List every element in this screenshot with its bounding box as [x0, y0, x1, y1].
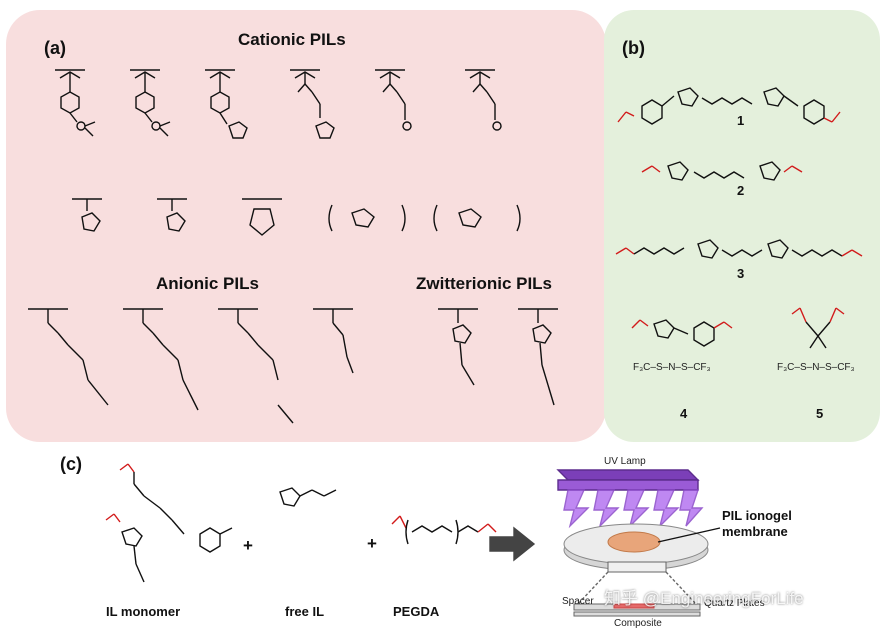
- pil-membrane-label: PIL ionogel membrane: [722, 508, 792, 539]
- panel-c-letter: (c): [60, 454, 82, 474]
- plus-sign-2: +: [367, 534, 377, 553]
- pyrrolidinium-structure: [242, 198, 282, 236]
- panel-a-background: [6, 10, 606, 442]
- crosslinker-1-structure: [617, 87, 841, 125]
- quartz-plates-label: Quartz Plates: [704, 598, 765, 609]
- crosslinker-5-structure: [791, 307, 845, 349]
- caption-il-monomer: IL monomer: [106, 604, 181, 619]
- panel-c-reagents: [105, 463, 497, 583]
- zwitterionic-heading: Zwitterionic PILs: [416, 274, 553, 293]
- cationic-acrylate-phosphonium-structure: [465, 69, 502, 131]
- cationic-benzyl-imidazolium-structure: [205, 69, 248, 139]
- il-monomer-structure: [105, 463, 233, 583]
- cationic-acrylate-imidazolium-structure: [290, 69, 335, 139]
- spacer-label: Spacer: [562, 596, 594, 607]
- free-il-structure: [279, 487, 337, 507]
- compound-number-2: 2: [737, 183, 745, 198]
- pegda-structure: [391, 515, 497, 545]
- anionic-heading: Anionic PILs: [156, 274, 259, 293]
- compound-number-4: 4: [680, 406, 688, 421]
- cationic-benzyl-ammonium-structure: [55, 69, 96, 137]
- anionic-dicyanomethanide-structure: [123, 308, 199, 411]
- compound-number-3: 3: [737, 266, 745, 281]
- crosslinker-4-structure: [631, 319, 733, 347]
- vinylimidazolium-structure: [72, 198, 102, 232]
- cationic-structures-row1: [55, 69, 502, 139]
- uv-lamp-label: UV Lamp: [604, 456, 646, 467]
- process-arrow: [489, 526, 536, 562]
- panel-b-background: [604, 10, 880, 442]
- panel-b-crosslinkers: [615, 87, 863, 349]
- compound-number-1: 1: [737, 113, 745, 128]
- anion-formula-5: F₃C–S–N–S–CF₃: [777, 362, 855, 373]
- panel-b-letter: (b): [622, 38, 645, 58]
- main-chain-imidazolium-structure: [328, 204, 406, 232]
- compound-number-5: 5: [816, 406, 824, 421]
- anionic-amps-structure: [313, 308, 354, 374]
- crosslinker-2-structure: [641, 161, 803, 181]
- uv-curing-setup: [556, 469, 721, 617]
- zwitterionic-carboxylate-structure: [438, 308, 478, 386]
- cationic-structures-row2: [72, 198, 521, 236]
- zwitterionic-sulfonate-structure: [518, 308, 558, 406]
- main-chain-triazolium-structure: [433, 204, 521, 232]
- cationic-heading: Cationic PILs: [238, 30, 346, 49]
- anionic-zwitterionic-structures: [28, 308, 558, 424]
- panel-a-letter: (a): [44, 38, 66, 58]
- anionic-cyanamide-structure: [218, 308, 294, 424]
- anionic-sulfonylimide-structure: [28, 308, 109, 406]
- cationic-benzyl-phosphonium-structure: [130, 69, 171, 137]
- crosslinker-3-structure: [615, 239, 863, 259]
- vinyltriazolium-structure: [157, 198, 187, 232]
- watermark: 知乎 @EngineeringForLife: [604, 589, 804, 608]
- caption-free-il: free IL: [285, 604, 325, 619]
- plus-sign-1: +: [243, 536, 253, 555]
- cationic-acrylate-ammonium-structure: [375, 69, 412, 131]
- caption-pegda: PEGDA: [393, 604, 440, 619]
- anion-formula-4: F₃C–S–N–S–CF₃: [633, 362, 711, 373]
- composite-label: Composite: [614, 618, 662, 629]
